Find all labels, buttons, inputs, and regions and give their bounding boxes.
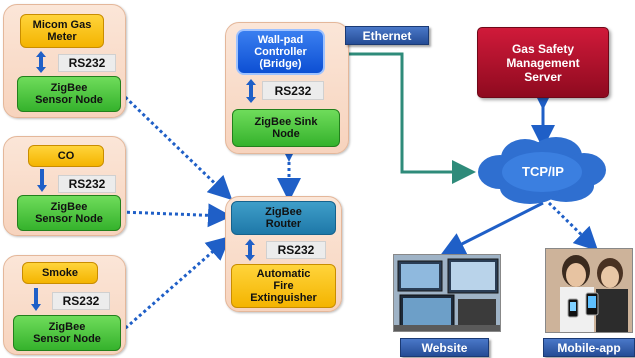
mobile-app-label: Mobile-app (543, 338, 635, 357)
sensor-node-2: ZigBee Sensor Node (17, 195, 121, 231)
rs232-label: RS232 (266, 241, 326, 259)
sink-node-box: ZigBee Sink Node (232, 109, 340, 147)
fire-extinguisher-box: Automatic Fire Extinguisher (231, 264, 336, 308)
gas-safety-server: Gas Safety Management Server (477, 27, 609, 98)
smoke-box: Smoke (22, 262, 98, 284)
arrow-updown-icon (35, 50, 47, 74)
sensor-node-3: ZigBee Sensor Node (13, 315, 121, 351)
tcpip-label: TCP/IP (522, 164, 564, 179)
gas-meter-box: Micom Gas Meter (20, 14, 104, 48)
link-sensor2-router (120, 203, 232, 228)
co-box: CO (28, 145, 104, 167)
rs232-label: RS232 (262, 81, 324, 100)
rs232-label: RS232 (58, 175, 116, 193)
sensor-node-1: ZigBee Sensor Node (17, 76, 121, 112)
link-sensor1-router (119, 91, 233, 201)
arrow-updown-icon (244, 238, 256, 262)
wallpad-controller-box: Wall-pad Controller (Bridge) (236, 29, 325, 75)
mobile-app-photo (545, 248, 633, 333)
zigbee-router-box: ZigBee Router (231, 201, 336, 235)
ethernet-label: Ethernet (345, 26, 429, 45)
arrow-down-icon (30, 288, 42, 312)
arrow-updown-icon (245, 78, 257, 104)
rs232-label: RS232 (58, 54, 116, 72)
rs232-label: RS232 (52, 292, 110, 310)
link-sensor3-router (120, 236, 231, 334)
tcpip-cloud (478, 137, 606, 204)
arrow-down-icon (36, 169, 48, 193)
link-cloud-website (440, 201, 544, 255)
ethernet-line (308, 42, 476, 184)
website-label: Website (400, 338, 489, 357)
website-screenshot (393, 254, 501, 332)
link-cloud-mobile (547, 201, 599, 252)
